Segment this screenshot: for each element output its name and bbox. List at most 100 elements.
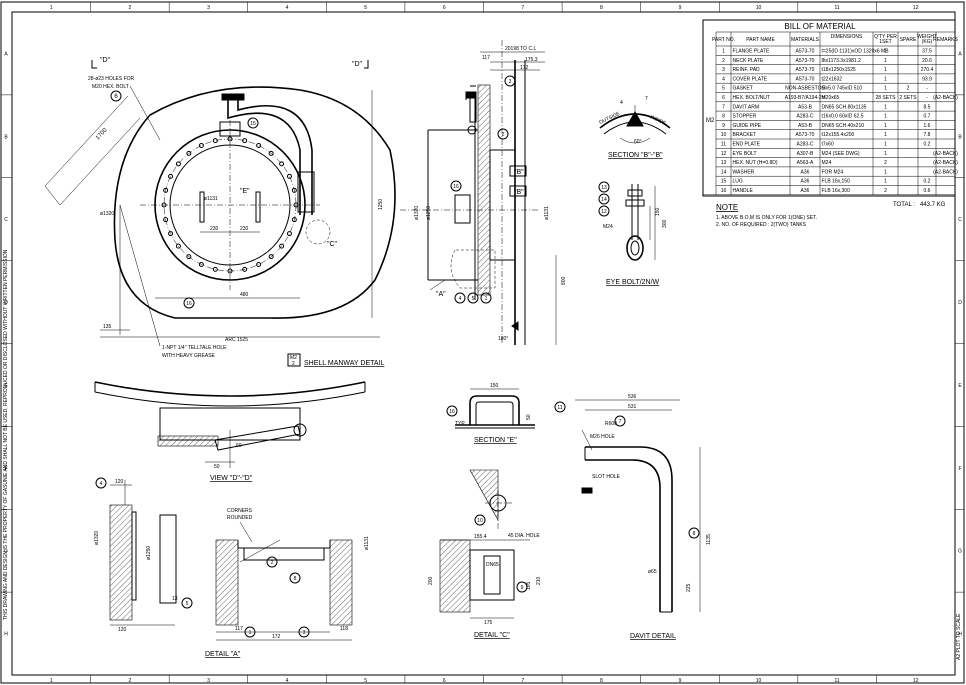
dim-detail-a-phi3: ø1131: [364, 536, 370, 550]
bom-cell: 2 SETS: [899, 95, 917, 101]
side-leader-1: 1: [480, 292, 492, 304]
bom-cell: 1: [884, 151, 887, 157]
bom-cell: t3x5.0 745xID 510: [822, 86, 863, 92]
svg-text:12: 12: [601, 209, 607, 215]
side-leader-5: 5: [467, 292, 479, 304]
bom-title: BILL OF MATERIAL: [784, 22, 856, 31]
detail-a-title: DETAIL "A": [205, 651, 241, 658]
dim-60-deg: 60°: [634, 139, 642, 145]
dim-phi-65: ø65: [648, 569, 657, 575]
svg-text:13: 13: [601, 185, 607, 191]
row-letter-left: H: [4, 632, 8, 638]
bom-cell: FLB 16x,300: [822, 188, 851, 194]
leader-16-section-e: 16: [446, 405, 458, 417]
row-letter-right: E: [958, 383, 962, 389]
col-number-bottom: 7: [521, 678, 524, 684]
bom-cell: (A2-BACK): [933, 151, 958, 157]
view-d-d: 50 60 VIEW "D"-"D": [94, 381, 366, 482]
col-number-bottom: 2: [128, 678, 131, 684]
svg-text:10: 10: [477, 518, 483, 524]
dim-7: 7: [645, 96, 648, 102]
leader-16: 16: [183, 297, 195, 309]
davit-leader-11: 11: [554, 401, 566, 413]
col-number-bottom: 3: [207, 678, 210, 684]
bom-cell: END PLATE: [733, 142, 761, 148]
hole-note: 45 DIA. HOLE: [508, 533, 540, 539]
eye-bolt-title: EYE BOLT/2N/W: [606, 279, 660, 286]
bom-cell: A573-70: [796, 67, 815, 73]
dim-detail-a-172: 172: [272, 634, 281, 640]
bom-cell: M20x65: [822, 95, 840, 101]
bom-cell: 15: [721, 179, 727, 185]
bom-cell: -: [926, 86, 928, 92]
bom-cell: 1: [884, 179, 887, 185]
bom-cell: LUG: [733, 179, 743, 185]
dim-1250: 1250: [378, 199, 384, 210]
bom-cell: 2: [722, 58, 725, 64]
bom-cell: 11: [721, 142, 726, 148]
dim-172: 172: [520, 65, 529, 71]
bom-cell: 1: [884, 169, 887, 175]
bom-cell: 14: [721, 169, 727, 175]
bolt-hole: [163, 187, 169, 193]
dim-1135: 1135: [706, 534, 712, 545]
bom-cell: 0.6: [924, 188, 931, 194]
corners-note-2: ROUNDED: [227, 515, 253, 521]
bom-cell: 0.2: [924, 142, 931, 148]
bom-cell: 93.9: [922, 76, 932, 82]
bom-cell: 0.7: [924, 114, 931, 120]
bom-cell: t7x60: [822, 142, 834, 148]
svg-text:2: 2: [271, 560, 274, 566]
col-number-bottom: 8: [600, 678, 603, 684]
col-number-top: 10: [756, 5, 762, 11]
view-d-title: VIEW "D"-"D": [210, 475, 253, 482]
dim-135: 135: [103, 324, 112, 330]
bom-cell: A563-A: [797, 160, 814, 166]
bolt-hole: [268, 150, 274, 156]
bolt-hole: [242, 266, 248, 272]
svg-text:3: 3: [509, 79, 512, 85]
svg-text:5: 5: [186, 601, 189, 607]
bom-cell: DN65 SCH.80x1135: [822, 104, 867, 110]
dim-detail-c-210: 210: [536, 576, 542, 585]
notes-title: NOTE: [716, 203, 738, 212]
bom-cell: A53-B: [798, 123, 813, 129]
bom-cell: A573-70: [796, 132, 815, 138]
svg-text:15: 15: [250, 121, 256, 127]
bolt-hole: [175, 161, 181, 167]
section-b-b: 60° OUTSIDE INSIDE 7 4 SECTION "B"-"B": [598, 96, 671, 159]
bom-cell: 16: [721, 188, 727, 194]
bom-header-cell: REMARKS: [933, 37, 958, 43]
detail-a-leader-8: 8: [289, 572, 301, 584]
section-e-title: SECTION "E": [474, 437, 517, 444]
bom-header-cell: MATERIALS: [791, 37, 820, 43]
dim-view-d-60: 60: [236, 443, 242, 449]
dim-536: 536: [628, 394, 637, 400]
detail-a-leader-5: 5: [181, 597, 193, 609]
col-number-top: 8: [600, 5, 603, 11]
bom-cell: 2: [884, 188, 887, 194]
detail-a: 120 13 120 CORNERS ROUNDED 117 172 118 ø…: [94, 477, 370, 658]
bolt-hole: [286, 231, 292, 237]
bom-cell: EYE BOLT: [733, 151, 757, 157]
bom-cell: 2: [907, 86, 910, 92]
bom-total-label: TOTAL :: [893, 202, 915, 208]
svg-text:8: 8: [294, 576, 297, 582]
col-number-top: 3: [207, 5, 210, 11]
dim-detail-a-phi: ø1320: [94, 531, 100, 545]
bom-cell: GASKET: [733, 86, 753, 92]
dim-phi-1250-side: ø1250: [426, 206, 432, 220]
holes-note-1: 28-ø23 HOLES FOR: [88, 76, 135, 82]
bom-cell: 12: [721, 151, 727, 157]
bom-cell: FLANGE PLATE: [733, 49, 771, 55]
shell-manway-badge: M2: [290, 355, 297, 361]
telltale-note-1: 1-NPT 1/4" TELLTALE HOLE: [162, 345, 227, 351]
